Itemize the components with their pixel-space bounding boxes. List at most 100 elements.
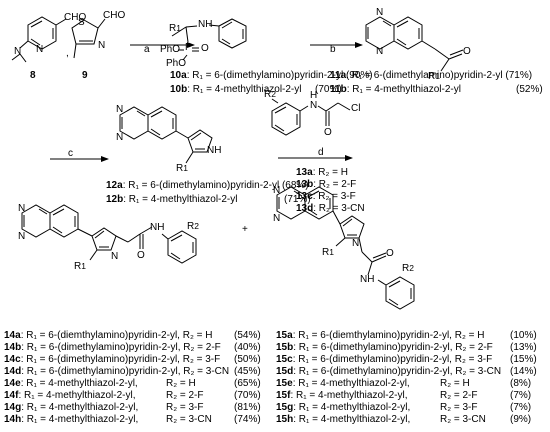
legend-yield-14d: (45%) — [234, 366, 261, 377]
legend-r2-15f: R₂ = 2-F — [440, 390, 478, 401]
legend-row-11b: 11b: R₁ = 4-methylthiazol-2-yl — [330, 84, 461, 95]
n-label-9: N — [98, 40, 106, 51]
legend-r2-14f: R₂ = 2-F — [166, 390, 204, 401]
compound-12-structure — [119, 106, 213, 164]
arrow-c-label: c — [68, 148, 73, 159]
legend-r2-15g: R₂ = 3-F — [440, 402, 478, 413]
nme2-n-label: N — [14, 46, 22, 57]
o-label-13: O — [324, 127, 332, 138]
legend-row-12a: 12a: R₁ = 6-(dimethylamino)pyridin-2-yl … — [106, 180, 309, 191]
plus-sign: + — [242, 224, 248, 235]
legend-yield-15b: (13%) — [510, 342, 537, 353]
r2-label-13: R2 — [264, 89, 276, 100]
compound-14-structure — [21, 204, 197, 264]
legend-row-15a: 15a: R₁ = 6-(diemthylamino)pyridin-2-yl,… — [276, 330, 485, 341]
legend-yield-14e: (65%) — [234, 378, 261, 389]
compound-8-label: 8 — [30, 70, 36, 81]
p-label-10: P — [185, 42, 192, 53]
arrow-a-label: a — [144, 44, 150, 55]
o-label-10: O — [201, 43, 209, 54]
legend-row-13b: 13b: R₂ = 2-F — [296, 179, 357, 190]
n-label-15-top: N — [273, 185, 281, 196]
legend-r2-14g: R₂ = 3-F — [166, 402, 204, 413]
arrow-d-label: d — [318, 147, 324, 158]
legend-r2-14h: R₂ = 3-CN — [166, 414, 212, 425]
n-label-13: N — [310, 100, 318, 111]
legend-yield-14g: (81%) — [234, 402, 261, 413]
o-label-15: O — [386, 248, 394, 259]
legend-yield-15h: (9%) — [510, 414, 532, 425]
legend-yield-15f: (7%) — [510, 390, 532, 401]
pho-label-10a: PhO — [160, 44, 181, 55]
h-label-13: H — [310, 90, 318, 101]
legend-row-14a: 14a: R₁ = 6-(diemthylamino)pyridin-2-yl,… — [4, 330, 213, 341]
legend-row-12b: 12b: R₁ = 4-methylthiazol-2-yl — [106, 194, 238, 205]
r1-label-12: R1 — [176, 163, 188, 174]
n-label-14-top: N — [18, 203, 26, 214]
legend-yield-14a: (54%) — [234, 330, 261, 341]
cl-label-13: Cl — [351, 103, 361, 114]
s-label-9: S — [78, 17, 85, 28]
pho-label-10b: PhO — [166, 58, 187, 69]
legend-row-15d: 15d: R₁ = 6-(dimethylamino)pyridin-2-yl,… — [276, 366, 502, 377]
compound-9-structure — [71, 18, 106, 59]
legend-yield-15d: (14%) — [510, 366, 537, 377]
legend-row-13c: 13c: R₂ = 3-F — [296, 191, 356, 202]
o-label-14: O — [137, 250, 145, 261]
r1-label-14: R1 — [74, 261, 86, 272]
legend-row-15b: 15b: R₁ = 6-(dimethylamino)pyridin-2-yl,… — [276, 342, 493, 353]
n-label-12-bottom: N — [116, 132, 124, 143]
legend-yield-11b: (52%) — [516, 84, 543, 95]
legend-row-14b: 14b: R₁ = 6-(dimethylamino)pyridin-2-yl,… — [4, 342, 221, 353]
legend-row-11a: 11a: R₁ = 6-(dimethylamino)pyridin-2-yl … — [330, 70, 533, 81]
legend-yield-15g: (7%) — [510, 402, 532, 413]
legend-row-15h: 15h: R₁ = 4-methylthiazol-2-yl, — [276, 414, 411, 425]
legend-yield-14b: (40%) — [234, 342, 261, 353]
r2-label-15: R2 — [402, 263, 414, 274]
r1-label-10: R1 — [169, 23, 181, 34]
nh-label-14: NH — [150, 222, 165, 233]
legend-r2-14e: R₂ = H — [166, 378, 196, 389]
legend-yield-14h: (74%) — [234, 414, 261, 425]
legend-row-13d: 13d: R₂ = 3-CN — [296, 203, 365, 214]
legend-yield-15e: (8%) — [510, 378, 532, 389]
n-label-8: N — [36, 44, 44, 55]
legend-row-15f: 15f: R₁ = 4-methylthiazol-2-yl, — [276, 390, 408, 401]
r2-label-14: R2 — [187, 221, 199, 232]
compound-10-structure — [171, 18, 247, 61]
legend-yield-12b: (71%) — [284, 194, 311, 205]
compound-15-structure — [276, 186, 415, 310]
nh-label-10: NH — [198, 19, 213, 30]
n-label-14-pyrazole: N — [111, 251, 119, 262]
legend-row-14c: 14c: R₁ = 6-(dimethylamino)pyridin-2-yl,… — [4, 354, 221, 365]
n-label-14-bottom: N — [18, 231, 26, 242]
r1-label-15: R1 — [322, 247, 334, 258]
legend-row-10a: 10a: R₁ = 6-(dimethylamino)pyridin-2-yl … — [170, 70, 373, 81]
legend-row-14d: 14d: R₁ = 6-(dimethylamino)pyridin-2-yl,… — [4, 366, 230, 377]
n-label-15-bottom: N — [273, 213, 281, 224]
legend-r2-15e: R₂ = H — [440, 378, 470, 389]
cho-label-9: CHO — [103, 10, 126, 21]
legend-yield-14f: (70%) — [234, 390, 261, 401]
nh-label-15: NH — [360, 274, 375, 285]
compound-11-structure — [365, 16, 464, 72]
nh-label-12: NH — [207, 145, 222, 156]
n-label-11-bottom: N — [376, 46, 384, 57]
legend-row-15c: 15c: R₁ = 6-(dimethylamino)pyridin-2-yl,… — [276, 354, 493, 365]
compound-8-structure — [11, 16, 67, 63]
legend-yield-15c: (15%) — [510, 354, 537, 365]
r1-label-11: R1 — [428, 71, 440, 82]
legend-row-14e: 14e: R₁ = 4-methylthiazol-2-yl, — [4, 378, 138, 389]
legend-row-15e: 15e: R₁ = 4-methylthiazol-2-yl, — [276, 378, 410, 389]
legend-yield-14c: (50%) — [234, 354, 261, 365]
arrow-b-label: b — [330, 44, 336, 55]
reaction-arrows — [50, 42, 363, 162]
legend-row-13a: 13a: R₂ = H — [296, 167, 348, 178]
separator-comma: , — [66, 48, 69, 59]
legend-yield-15a: (10%) — [510, 330, 537, 341]
legend-row-14h: 14h: R₁ = 4-methylthiazol-2-yl, — [4, 414, 139, 425]
compound-13-structure — [271, 98, 351, 136]
legend-row-14f: 14f: R₁ = 4-methylthiazol-2-yl, — [4, 390, 136, 401]
